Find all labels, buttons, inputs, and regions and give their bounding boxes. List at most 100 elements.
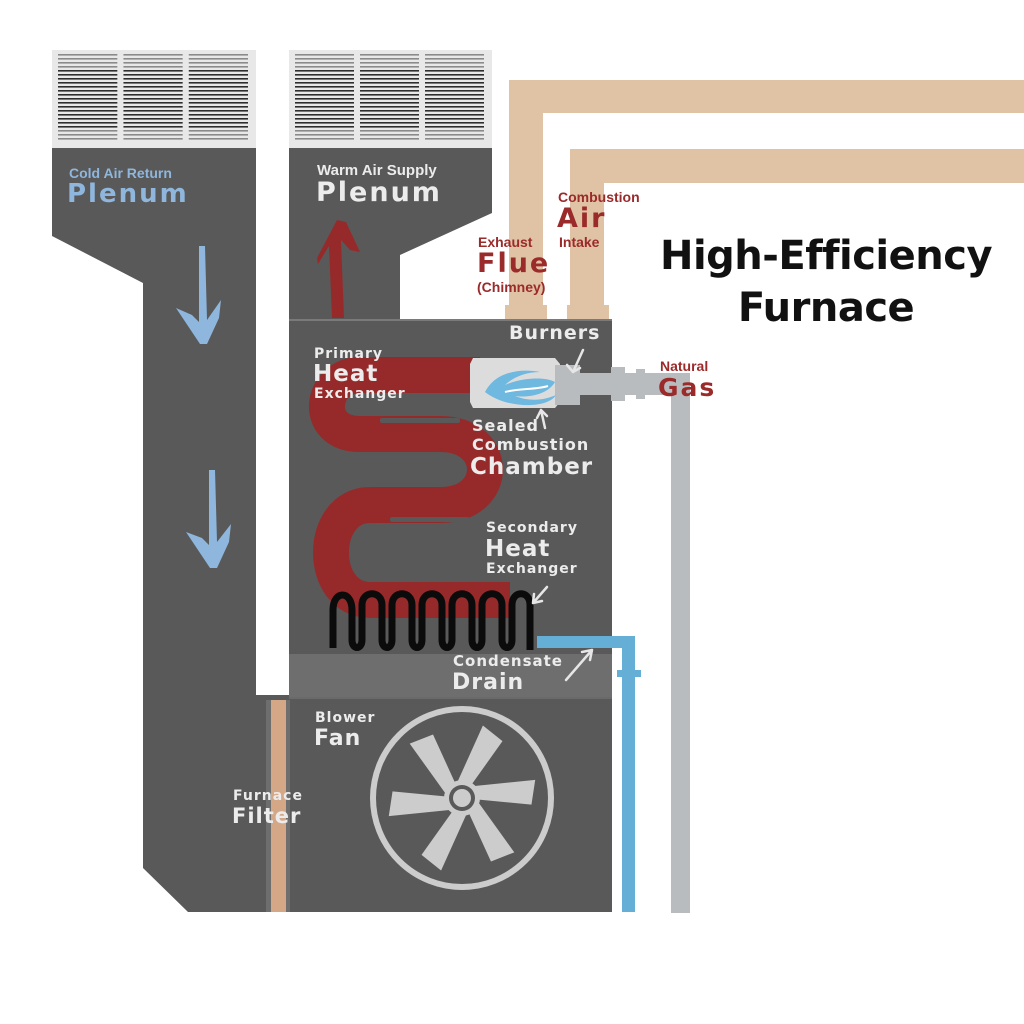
grille-slat bbox=[188, 114, 248, 116]
grille-slat bbox=[123, 62, 183, 64]
grille-slat bbox=[360, 74, 419, 76]
grille-slat bbox=[188, 94, 248, 96]
grille-slat bbox=[425, 94, 484, 96]
gas-label: Gas bbox=[658, 373, 717, 402]
grille-slat bbox=[123, 66, 183, 68]
grille-slat bbox=[360, 110, 419, 112]
air-label: Air bbox=[557, 203, 607, 234]
grille-slat bbox=[425, 102, 484, 104]
exhaust-label: Exhaust bbox=[478, 234, 533, 250]
filter-label: Filter bbox=[232, 804, 302, 828]
drain-tray bbox=[289, 654, 612, 698]
blower-label: Blower bbox=[315, 710, 376, 726]
burners-label: Burners bbox=[509, 322, 601, 344]
grille-slat bbox=[425, 130, 484, 132]
grille-divider bbox=[119, 50, 124, 148]
grille-slat bbox=[123, 86, 183, 88]
grille-slat bbox=[58, 126, 118, 128]
grille-slat bbox=[123, 90, 183, 92]
grille-slat bbox=[58, 58, 118, 60]
grille-slat bbox=[360, 66, 419, 68]
grille-divider bbox=[184, 50, 189, 148]
grille-slat bbox=[58, 86, 118, 88]
grille-slat bbox=[295, 98, 354, 100]
drain-label: Drain bbox=[452, 670, 525, 695]
grille-slat bbox=[295, 86, 354, 88]
grille-slat bbox=[123, 130, 183, 132]
grille-slat bbox=[58, 62, 118, 64]
grille-slat bbox=[123, 54, 183, 56]
cold-air-return-label: Cold Air Return bbox=[69, 165, 172, 181]
combustion-label: Combustion bbox=[558, 189, 640, 205]
grille-slat bbox=[188, 90, 248, 92]
flue-label: Flue bbox=[477, 248, 551, 279]
grille-slat bbox=[295, 58, 354, 60]
grille-slat bbox=[58, 66, 118, 68]
combustion-chamber-small-label: Combustion bbox=[472, 435, 590, 454]
grille-slat bbox=[123, 122, 183, 124]
diagram-title-line2: Furnace bbox=[737, 285, 915, 331]
grille-slat bbox=[295, 138, 354, 140]
grille-slat bbox=[188, 74, 248, 76]
grille-slat bbox=[360, 62, 419, 64]
grille-slat bbox=[188, 102, 248, 104]
grille-slat bbox=[188, 110, 248, 112]
grille-slat bbox=[123, 106, 183, 108]
fan-label: Fan bbox=[314, 726, 362, 751]
grille-slat bbox=[425, 78, 484, 80]
grille-slat bbox=[295, 102, 354, 104]
grille-slat bbox=[295, 90, 354, 92]
grille-slat bbox=[425, 82, 484, 84]
burner bbox=[555, 365, 595, 405]
grille-slat bbox=[360, 98, 419, 100]
grille-slat bbox=[360, 86, 419, 88]
grille-slat bbox=[295, 114, 354, 116]
grille-slat bbox=[123, 102, 183, 104]
grille-slat bbox=[295, 130, 354, 132]
grille-slat bbox=[295, 74, 354, 76]
condensate-label: Condensate bbox=[453, 652, 563, 670]
grille-slat bbox=[360, 82, 419, 84]
grille-slat bbox=[188, 126, 248, 128]
grille-slat bbox=[360, 90, 419, 92]
grille-slat bbox=[425, 118, 484, 120]
grille-slat bbox=[425, 58, 484, 60]
grille-slat bbox=[58, 90, 118, 92]
flame-icon bbox=[485, 370, 556, 406]
grille-slat bbox=[295, 126, 354, 128]
fan-blade bbox=[457, 725, 503, 798]
blower-fan-icon bbox=[370, 706, 554, 890]
grille-slat bbox=[295, 66, 354, 68]
grille-slat bbox=[123, 74, 183, 76]
grille-slat bbox=[58, 78, 118, 80]
grille-slat bbox=[360, 130, 419, 132]
cold-air-return-duct bbox=[52, 148, 290, 912]
cold-air-return-grille bbox=[52, 50, 256, 148]
exhaust-flue-pipe bbox=[505, 80, 1024, 320]
cold-air-return-plenum-label: Plenum bbox=[67, 179, 189, 209]
grille-slat bbox=[58, 54, 118, 56]
grille-slat bbox=[123, 110, 183, 112]
condensate-drain-pipe bbox=[537, 636, 635, 912]
grille-slat bbox=[295, 78, 354, 80]
grille-slat bbox=[425, 70, 484, 72]
grille-slat bbox=[58, 82, 118, 84]
fan-blade bbox=[409, 734, 462, 798]
grille-slat bbox=[123, 78, 183, 80]
diagram-title-line1: High-Efficiency bbox=[659, 233, 993, 279]
grille-slat bbox=[425, 134, 484, 136]
grille-slat bbox=[188, 138, 248, 140]
grille-slat bbox=[360, 102, 419, 104]
grille-slat bbox=[360, 122, 419, 124]
grille-slat bbox=[188, 54, 248, 56]
grille-slat bbox=[425, 54, 484, 56]
grille-slat bbox=[58, 118, 118, 120]
grille-slat bbox=[58, 110, 118, 112]
warm-air-supply-grille bbox=[289, 50, 492, 148]
grille-slat bbox=[58, 122, 118, 124]
grille-slat bbox=[360, 70, 419, 72]
warm-air-supply-plenum-label: Plenum bbox=[316, 177, 442, 208]
grille-slat bbox=[123, 70, 183, 72]
